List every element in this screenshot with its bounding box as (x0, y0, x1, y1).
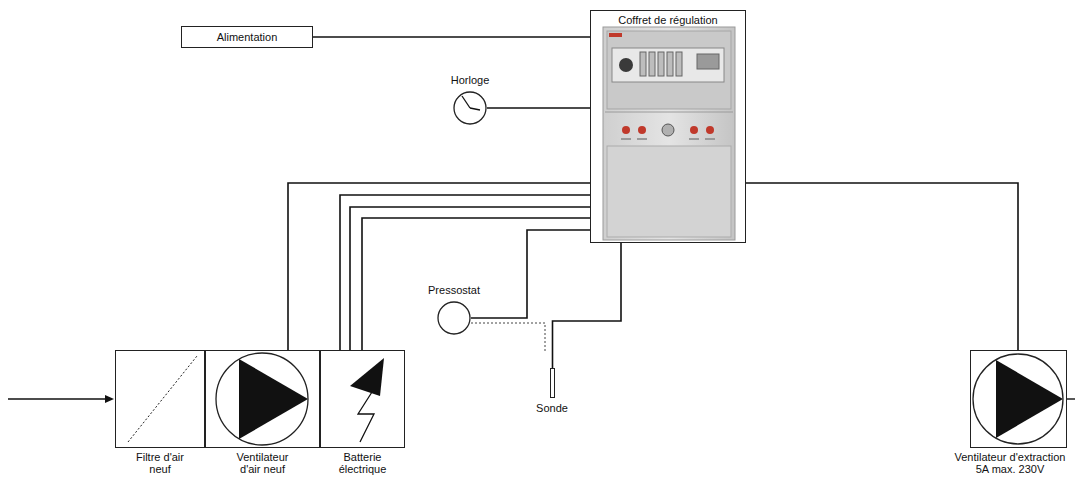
symbol-circle (453, 91, 487, 125)
circle-outline (453, 91, 487, 125)
indicator-light (638, 126, 646, 134)
breaker (640, 52, 646, 76)
node-label: Filtre d'air neuf (129, 451, 191, 475)
wire (746, 183, 1018, 350)
clock-hand (470, 108, 480, 110)
label-group: Pressostat (420, 284, 488, 296)
circle-outline (437, 301, 471, 335)
outline-box (320, 350, 405, 448)
wire (553, 243, 622, 368)
circle-outline (438, 302, 470, 334)
node-label: Ventilateur d'extraction (955, 451, 1066, 463)
fan-triangle (996, 360, 1063, 438)
indicator-light (690, 126, 698, 134)
wire (362, 218, 590, 350)
node-label: Sonde (536, 402, 568, 414)
air-inlet-line (8, 398, 108, 399)
circle-outline (454, 92, 486, 124)
label-group: Batterie électrique (310, 451, 415, 475)
fan-circle (973, 354, 1063, 444)
label-group: Ventilateur d'air neuf (195, 451, 330, 475)
outline-box: Coffret de régulation (590, 10, 746, 243)
node-label: Horloge (451, 74, 490, 86)
supply-box: Alimentation (181, 26, 313, 48)
air-outlet-line (1067, 398, 1075, 399)
cabinet-top-panel (607, 31, 731, 109)
node-label: Alimentation (217, 31, 278, 43)
probe-body (550, 368, 555, 398)
node-label: Batterie électrique (332, 451, 394, 475)
sensor-probe: Sonde (530, 368, 574, 416)
cabinet-body (603, 27, 735, 240)
light-plate (705, 138, 715, 140)
air-inlet-head (105, 395, 114, 403)
heater-triangle (350, 358, 384, 396)
node-label: 5A max. 230V (976, 463, 1045, 475)
light-plate (689, 138, 699, 140)
fan-triangle (239, 359, 308, 439)
filter-box: Filtre d'air neuf (105, 350, 215, 478)
label-group: Coffret de régulation (591, 14, 745, 26)
light-plate (637, 138, 647, 140)
clock-hand (462, 96, 470, 108)
clock-symbol: Horloge (444, 74, 496, 128)
pressure-switch: Pressostat (420, 284, 488, 336)
outline-box (115, 350, 205, 448)
cabinet-switch (619, 58, 633, 72)
node-label: Ventilateur d'air neuf (228, 451, 298, 475)
wire (487, 107, 590, 109)
light-plate (621, 138, 631, 140)
selector-knob (662, 124, 674, 136)
control-cabinet: Coffret de régulation (590, 10, 746, 243)
outline-box: Alimentation (181, 26, 313, 48)
node-label: Pressostat (428, 284, 480, 296)
node-label: Coffret de régulation (616, 14, 719, 26)
wire (471, 230, 590, 318)
wire (313, 36, 590, 38)
filter-media (128, 356, 197, 442)
heater-box: Batterie électrique (310, 350, 415, 478)
label-group: Ventilateur d'extraction5A max. 230V (945, 451, 1075, 475)
label-group: Alimentation (182, 27, 312, 47)
symbol-circle (437, 301, 471, 335)
fan-box: Ventilateur d'air neuf (195, 350, 330, 478)
outline-box (205, 350, 320, 448)
label-group: Sonde (530, 402, 574, 414)
pressure-tube (471, 323, 545, 352)
breaker (649, 52, 655, 76)
breaker (667, 52, 673, 76)
cabinet-rail (612, 48, 724, 82)
fan-circle (216, 353, 308, 445)
exhaust-fan-box: Ventilateur d'extraction5A max. 230V (945, 350, 1075, 478)
cabinet-door (607, 146, 731, 237)
label-group: Filtre d'air neuf (105, 451, 215, 475)
wire (350, 207, 590, 350)
indicator-light (706, 126, 714, 134)
cabinet-logo (609, 33, 622, 37)
wire (288, 183, 590, 350)
label-group: Horloge (444, 74, 496, 86)
cabinet-display (697, 54, 719, 69)
breaker (676, 52, 682, 76)
indicator-light (622, 126, 630, 134)
breaker (658, 52, 664, 76)
heater-lightning (358, 392, 374, 442)
outline-box (970, 350, 1067, 448)
cabinet-seam (605, 112, 733, 113)
